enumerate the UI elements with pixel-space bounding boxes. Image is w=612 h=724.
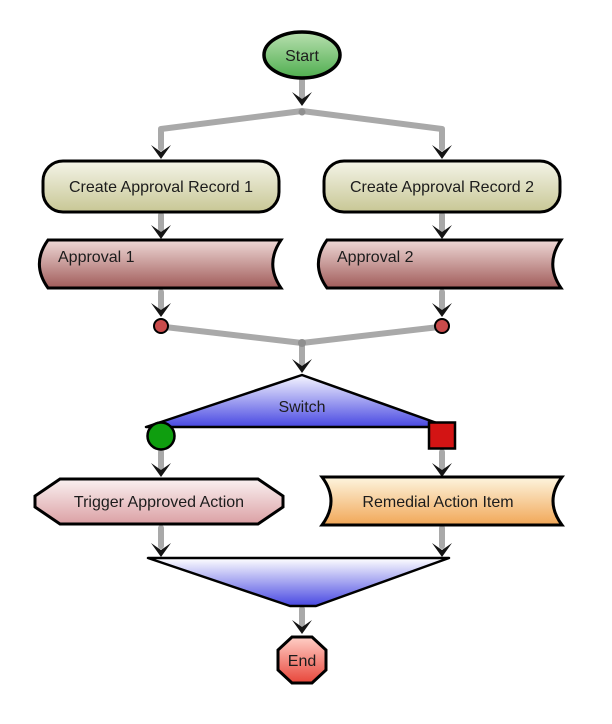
node-switch[interactable] — [144, 373, 450, 429]
node-approval-2[interactable] — [316, 238, 564, 290]
arrowhead-icon — [432, 145, 452, 159]
arrowhead-icon — [432, 303, 452, 317]
node-approval-1-label: Approval 1 — [58, 249, 135, 266]
node-end-label: End — [288, 653, 316, 670]
node-end[interactable] — [276, 635, 328, 685]
arrowhead-icon — [151, 225, 171, 239]
connector — [162, 324, 305, 346]
node-remedial-action-item[interactable] — [319, 475, 565, 527]
branch-dot[interactable] — [434, 318, 450, 334]
branch-dots — [153, 318, 450, 334]
node-create-approval-record-2-label: Create Approval Record 2 — [350, 179, 534, 196]
node-create-approval-record-1-label: Create Approval Record 1 — [69, 179, 253, 196]
node-switch-label: Switch — [278, 399, 325, 416]
arrowhead-icon — [432, 463, 452, 477]
arrowhead-icon — [151, 145, 171, 159]
node-merge[interactable] — [146, 556, 451, 608]
connector-lines — [158, 77, 445, 627]
arrowhead-icon — [292, 92, 312, 106]
branch-dot[interactable] — [153, 318, 169, 334]
junction-dot — [298, 108, 306, 116]
arrowhead-icon — [151, 463, 171, 477]
arrowhead-icon — [292, 359, 312, 373]
junction-dot — [298, 339, 306, 347]
node-labels: Start Create Approval Record 1 Create Ap… — [58, 48, 534, 670]
arrowhead-icon — [432, 225, 452, 239]
arrowheads — [151, 92, 452, 634]
connector — [158, 108, 305, 151]
node-remedial-action-item-label: Remedial Action Item — [362, 494, 513, 511]
connector — [299, 324, 442, 346]
connector — [299, 108, 445, 151]
arrowhead-icon — [292, 620, 312, 634]
node-start[interactable] — [262, 30, 342, 80]
arrowhead-icon — [432, 543, 452, 557]
junction-dots — [298, 108, 306, 347]
node-start-label: Start — [285, 48, 319, 65]
node-trigger-approved-action-label: Trigger Approved Action — [74, 494, 244, 511]
nodes — [33, 30, 565, 685]
arrowhead-icon — [151, 303, 171, 317]
rejected-branch-marker[interactable] — [427, 421, 457, 450]
node-approval-2-label: Approval 2 — [337, 249, 414, 266]
node-create-approval-record-2[interactable] — [322, 159, 562, 214]
node-trigger-approved-action[interactable] — [33, 477, 285, 526]
approved-branch-marker[interactable] — [146, 421, 176, 451]
arrowhead-icon — [151, 543, 171, 557]
node-approval-1[interactable] — [37, 238, 284, 290]
node-create-approval-record-1[interactable] — [41, 159, 281, 214]
